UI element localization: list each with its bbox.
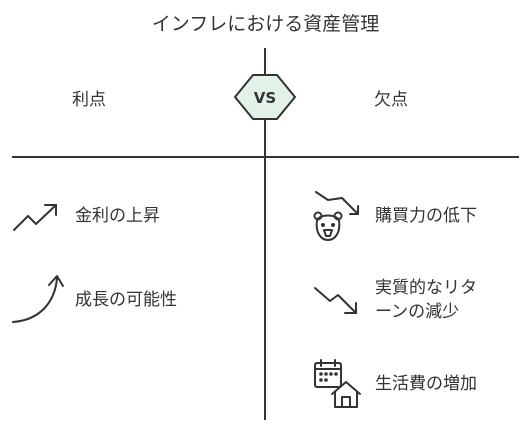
pros-item-1-label: 金利の上昇	[75, 206, 160, 226]
pros-header: 利点	[72, 90, 106, 110]
cons-item-2-label-line1: 実質的なリタ	[375, 278, 477, 298]
diagram-title: インフレにおける資産管理	[151, 13, 380, 35]
bear-market-icon	[312, 188, 364, 244]
pros-item-2-label: 成長の可能性	[75, 290, 177, 310]
curved-up-arrow-icon	[10, 272, 65, 328]
vs-label: VS	[254, 89, 276, 107]
cons-item-2-label-line2: ーンの減少	[375, 302, 460, 322]
trending-up-icon	[12, 200, 62, 234]
cons-item-3-label: 生活費の増加	[375, 374, 477, 394]
trending-down-icon	[312, 283, 364, 317]
cons-header: 欠点	[374, 90, 408, 110]
calendar-house-icon	[312, 358, 362, 410]
cons-item-1-label: 購買力の低下	[375, 206, 477, 226]
vs-badge: VS	[233, 72, 297, 122]
